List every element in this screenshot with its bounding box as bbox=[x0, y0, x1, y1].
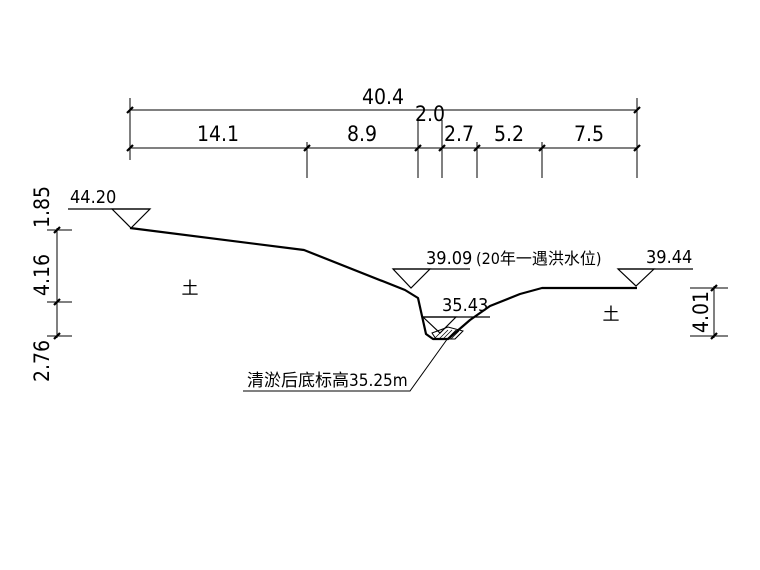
elevation-label-left-bank: 44.20 bbox=[70, 187, 116, 208]
total-dim-label: 40.4 bbox=[362, 85, 404, 109]
dredge-leader-line bbox=[243, 337, 449, 392]
soil-label: 土 bbox=[603, 305, 620, 325]
elevation-label-flood: 39.09 bbox=[426, 248, 472, 269]
vertical-dim-label: 1.85 bbox=[30, 186, 54, 228]
segment-dim-label: 14.1 bbox=[197, 122, 239, 146]
segment-dim-label: 7.5 bbox=[574, 122, 604, 146]
soil-label: 土 bbox=[182, 279, 199, 299]
extra-dim-label: 2.0 bbox=[415, 102, 445, 126]
elevation-label-right-bank: 39.44 bbox=[646, 247, 692, 268]
elevation-marker-channel bbox=[421, 316, 458, 334]
segment-dim-label: 5.2 bbox=[494, 122, 524, 146]
ground-profile-line bbox=[129, 226, 637, 341]
elevation-marker-flood bbox=[391, 268, 432, 289]
segment-dim-label: 2.7 bbox=[444, 122, 474, 146]
flood-note-label: (20年一遇洪水位) bbox=[476, 249, 602, 268]
vertical-dim-label: 4.16 bbox=[30, 254, 54, 296]
vertical-dim-label: 4.01 bbox=[689, 291, 713, 333]
elevation-label-channel: 35.43 bbox=[442, 295, 488, 316]
vertical-dim-label: 2.76 bbox=[30, 340, 54, 382]
elevation-marker-right bbox=[616, 268, 656, 287]
dredge-note-label: 清淤后底标高35.25m bbox=[247, 371, 408, 391]
segment-dim-label: 8.9 bbox=[347, 122, 377, 146]
elevation-marker-left bbox=[110, 208, 152, 229]
